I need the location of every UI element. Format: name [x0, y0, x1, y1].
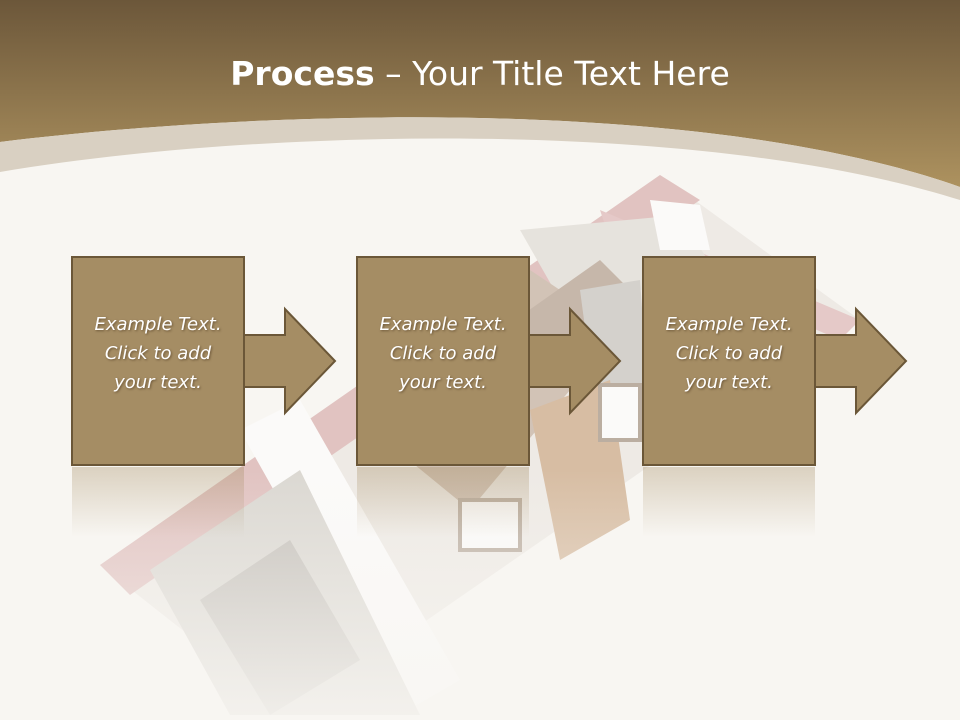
slide-title[interactable]: Process – Your Title Text Here	[0, 52, 960, 96]
header-band	[0, 0, 960, 187]
step-box	[356, 256, 530, 466]
title-rest: – Your Title Text Here	[385, 54, 730, 93]
arrow-right-icon	[528, 306, 622, 416]
step-text-2[interactable]: Example Text. Click to add your text.	[356, 310, 530, 397]
step-text-line: your text.	[399, 372, 487, 393]
step-text-1[interactable]: Example Text. Click to add your text.	[71, 310, 245, 397]
step-text-3[interactable]: Example Text. Click to add your text.	[642, 310, 816, 397]
title-bold: Process	[230, 54, 375, 93]
process-step-1[interactable]	[71, 256, 337, 466]
step-box	[642, 256, 816, 466]
header-swoosh	[0, 117, 960, 200]
step-text-line: Click to add	[104, 343, 212, 364]
step-text-line: Click to add	[389, 343, 497, 364]
step-text-line: your text.	[685, 372, 773, 393]
process-step-3[interactable]	[642, 256, 908, 466]
step-text-line: your text.	[114, 372, 202, 393]
step-text-line: Example Text.	[665, 314, 793, 335]
step-text-line: Example Text.	[94, 314, 222, 335]
arrow-right-icon	[243, 306, 337, 416]
step-text-line: Example Text.	[379, 314, 507, 335]
step-text-line: Click to add	[675, 343, 783, 364]
step-box	[71, 256, 245, 466]
process-step-2[interactable]	[356, 256, 622, 466]
arrow-right-icon	[814, 306, 908, 416]
